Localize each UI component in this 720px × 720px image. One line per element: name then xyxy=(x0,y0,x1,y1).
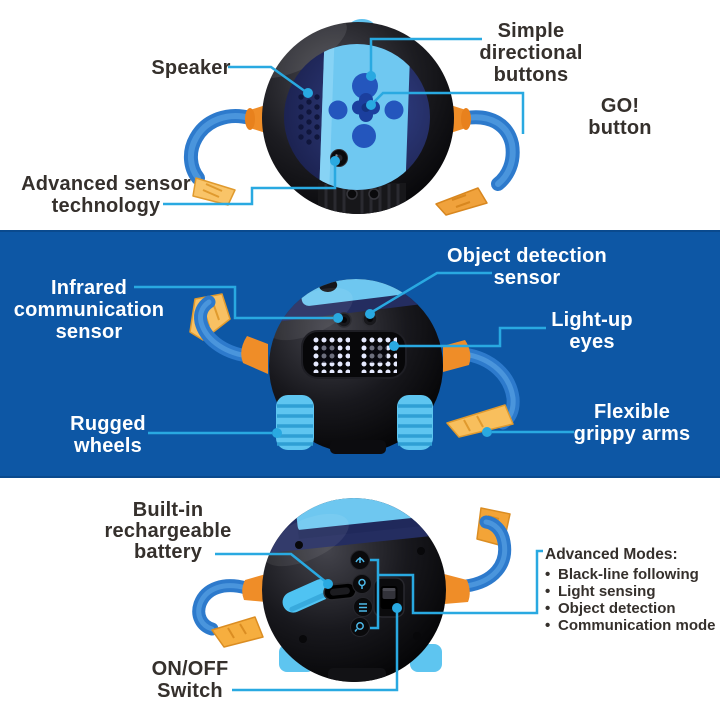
left-claw xyxy=(192,177,236,206)
robot-back-view-illustration xyxy=(192,498,543,692)
callout-dot xyxy=(365,309,375,319)
leader-advanced-modes xyxy=(370,549,543,630)
label-light-up-eyes: Light-up eyes xyxy=(551,309,633,353)
label-sensor-technology: Advanced sensor technology xyxy=(21,173,191,217)
label-speaker: Speaker xyxy=(151,57,231,79)
port-plug xyxy=(282,579,332,613)
callout-dot xyxy=(366,100,376,110)
label-infrared-sensor: Infrared communication sensor xyxy=(13,277,165,343)
blue-head-panel xyxy=(298,279,413,306)
leader-object-detection xyxy=(365,271,492,319)
panel-front-view: Infrared communication sensor Object det… xyxy=(0,230,720,478)
light-up-eyes xyxy=(301,330,407,379)
leader-light-up-eyes xyxy=(389,326,546,351)
charging-port xyxy=(282,579,357,613)
label-on-off-switch: ON/OFF Switch xyxy=(151,658,229,702)
mode-buttons xyxy=(350,550,373,637)
leader-go-button xyxy=(366,91,525,134)
label-go-button: GO! button xyxy=(588,95,652,139)
leader-speaker xyxy=(228,65,313,98)
robot-top-view-illustration xyxy=(163,19,525,216)
leader-wheels xyxy=(148,428,282,438)
leader-infrared xyxy=(134,285,343,323)
left-button xyxy=(328,100,348,120)
mode-button-2 xyxy=(352,574,372,594)
label-directional-buttons: Simple directional buttons xyxy=(479,20,583,86)
robot-front-view-illustration xyxy=(134,271,574,454)
label-object-detection: Object detection sensor xyxy=(447,245,607,289)
left-arm xyxy=(192,574,266,648)
panel-top-view: Speaker Simple directional buttons GO! b… xyxy=(0,0,720,230)
right-arm xyxy=(443,340,520,438)
leader-battery xyxy=(215,552,333,589)
advanced-mode-item: Black-line following xyxy=(545,566,720,583)
right-button xyxy=(384,100,404,120)
callout-dot xyxy=(392,603,402,613)
advanced-mode-item: Light sensing xyxy=(545,583,720,600)
right-arm xyxy=(444,507,512,604)
advanced-mode-item: Object detection xyxy=(545,600,720,617)
mode-button-4 xyxy=(350,617,370,637)
callout-dot xyxy=(333,313,343,323)
blue-head-panel xyxy=(294,498,421,534)
advanced-modes-items: Black-line following Light sensing Objec… xyxy=(545,566,720,634)
label-grippy-arms: Flexible grippy arms xyxy=(573,401,691,445)
rugged-wheels xyxy=(276,395,433,454)
label-rugged-wheels: Rugged wheels xyxy=(70,413,146,457)
left-arm-socket xyxy=(242,574,266,602)
left-arm xyxy=(184,103,272,206)
callout-dot xyxy=(389,341,399,351)
callout-dot xyxy=(330,156,340,166)
callout-dot xyxy=(323,579,333,589)
panel-back-view: Built-in rechargeable battery ON/OFF Swi… xyxy=(0,478,720,720)
leader-grippy-arms xyxy=(482,427,574,437)
left-claw xyxy=(211,616,264,648)
left-arm-socket xyxy=(241,336,268,374)
callout-dot xyxy=(272,428,282,438)
advanced-modes-title: Advanced Modes: xyxy=(545,546,678,563)
leader-directional-buttons xyxy=(366,37,482,81)
left-arm xyxy=(189,293,268,374)
leader-on-off xyxy=(232,603,402,692)
callout-dot xyxy=(482,427,492,437)
callout-dot xyxy=(366,71,376,81)
advanced-modes-list: Advanced Modes: Black-line following Lig… xyxy=(545,546,720,634)
callout-dot xyxy=(303,88,313,98)
down-button xyxy=(352,124,376,148)
right-arm-socket xyxy=(443,340,471,372)
right-arm xyxy=(435,103,520,216)
right-claw xyxy=(435,187,488,216)
leader-sensor-technology xyxy=(163,156,340,206)
right-arm-socket xyxy=(444,574,470,604)
label-battery: Built-in rechargeable battery xyxy=(104,499,232,563)
speaker-holes xyxy=(298,94,320,145)
advanced-mode-item: Communication mode xyxy=(545,617,720,634)
